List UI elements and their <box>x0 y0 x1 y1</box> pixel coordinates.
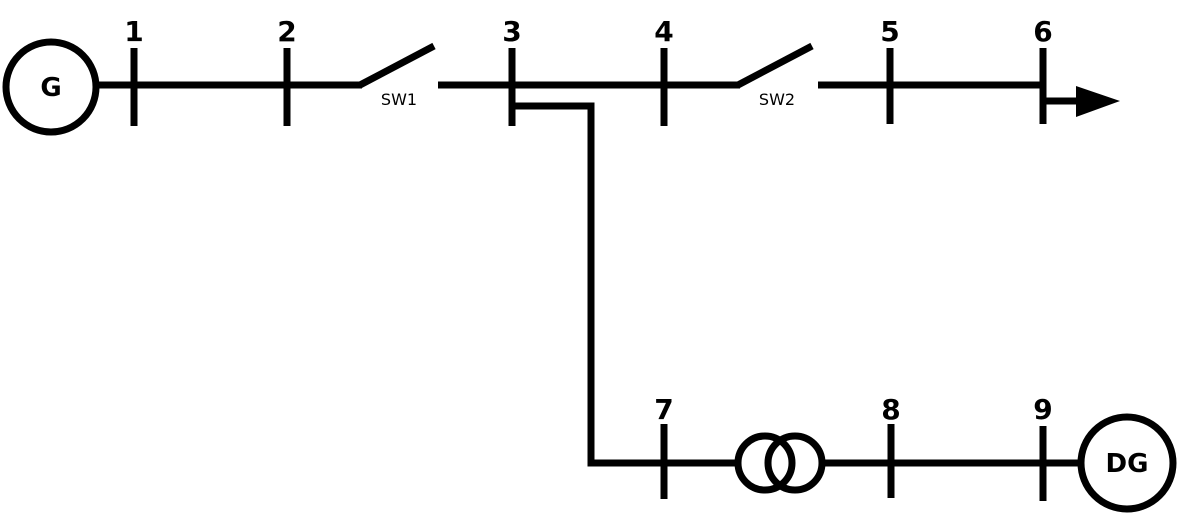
switch-sw2-label: SW2 <box>759 90 795 109</box>
switch-sw1-blade[interactable] <box>358 42 436 89</box>
bus-label-8: 8 <box>881 393 900 426</box>
distributed-generator-icon: DG <box>1077 413 1177 513</box>
switch-sw2-blade[interactable] <box>736 42 814 89</box>
bus-label-4: 4 <box>654 15 673 48</box>
generator-label: G <box>40 73 61 103</box>
bus-label-7: 7 <box>654 393 673 426</box>
bus-label-5: 5 <box>880 15 899 48</box>
dg-label: DG <box>1106 449 1149 479</box>
bus-label-2: 2 <box>277 15 296 48</box>
bus-label-9: 9 <box>1033 393 1052 426</box>
transformer-icon <box>734 432 826 494</box>
line-bus3-to-bus7 <box>512 102 740 467</box>
bus-label-6: 6 <box>1033 15 1052 48</box>
switch-sw1-label: SW1 <box>381 90 417 109</box>
generator-icon: G <box>2 38 100 136</box>
load-arrow-icon <box>1043 86 1120 117</box>
bus-label-3: 3 <box>502 15 521 48</box>
bus-label-1: 1 <box>124 15 143 48</box>
